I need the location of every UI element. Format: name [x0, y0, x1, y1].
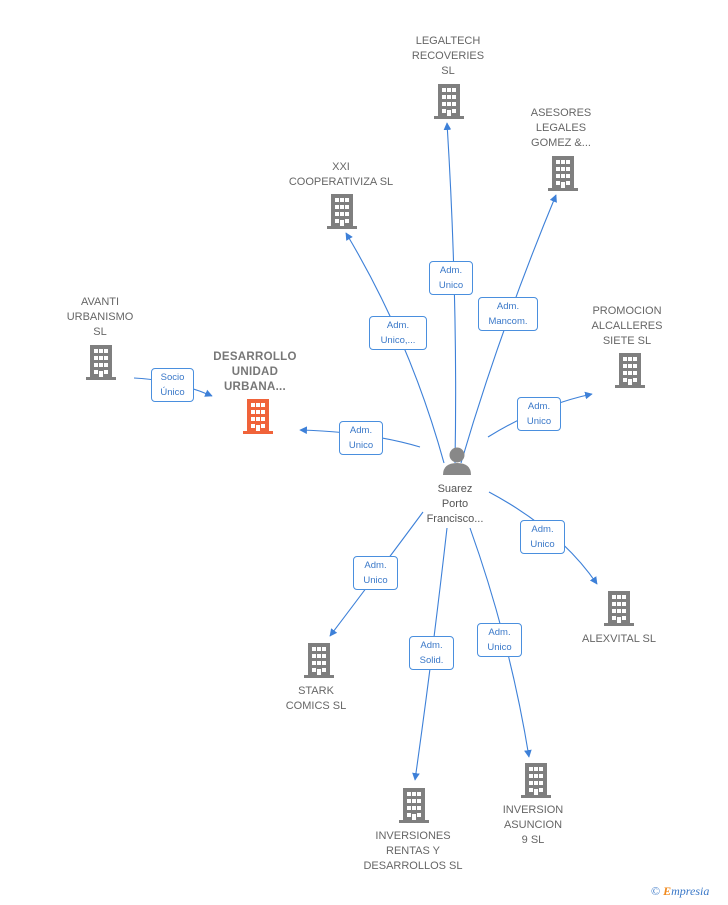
edge-label-stark: Adm. Unico: [353, 556, 398, 590]
building-icon-alexvital[interactable]: [604, 591, 634, 626]
company-label-stark[interactable]: STARK COMICS SL: [285, 685, 347, 712]
empresia-logo[interactable]: © Empresia: [651, 884, 709, 899]
person-label[interactable]: Suarez Porto Francisco...: [426, 483, 484, 525]
copyright-symbol: ©: [651, 884, 661, 898]
building-icon-legaltech[interactable]: [434, 84, 464, 119]
building-icon-avanti[interactable]: [86, 345, 116, 380]
building-icon-stark[interactable]: [304, 643, 334, 678]
edge-label-xxi: Adm. Unico,...: [369, 316, 427, 350]
company-label-inversiones[interactable]: INVERSIONES RENTAS Y DESARROLLOS SL: [363, 830, 463, 872]
edge-label-asesores: Adm. Mancom.: [478, 297, 538, 331]
building-icon-desarrollo[interactable]: [243, 399, 273, 434]
building-icon-inversiones[interactable]: [399, 788, 429, 823]
company-label-inversion[interactable]: INVERSION ASUNCION 9 SL: [502, 804, 564, 846]
building-icon-inversion[interactable]: [521, 763, 551, 798]
edge-legaltech: [443, 122, 457, 464]
edge-label-alexvital: Adm. Unico: [520, 520, 565, 554]
company-label-avanti[interactable]: AVANTI URBANISMO SL: [66, 296, 134, 338]
building-icon-asesores[interactable]: [548, 156, 578, 191]
company-label-xxi[interactable]: XXI COOPERATIVIZA SL: [288, 161, 394, 188]
company-label-alexvital[interactable]: ALEXVITAL SL: [582, 633, 656, 645]
edge-label-inversiones: Adm. Solid.: [409, 636, 454, 670]
edge-label-promocion: Adm. Unico: [517, 397, 561, 431]
edge-label-legaltech: Adm. Unico: [429, 261, 473, 295]
brand-name: mpresia: [671, 884, 710, 898]
company-label-legaltech[interactable]: LEGALTECH RECOVERIES SL: [411, 35, 485, 77]
edge-label-desarrollo: Adm. Unico: [339, 421, 383, 455]
edge-label-avanti-desarrollo: Socio Único: [151, 368, 194, 402]
building-icon-xxi[interactable]: [327, 194, 357, 229]
building-icon-promocion[interactable]: [615, 353, 645, 388]
edge-label-inversion: Adm. Unico: [477, 623, 522, 657]
person-icon[interactable]: [443, 447, 471, 476]
company-label-asesores[interactable]: ASESORES LEGALES GOMEZ &...: [530, 107, 592, 149]
company-label-desarrollo[interactable]: DESARROLLO UNIDAD URBANA...: [213, 351, 297, 393]
brand-initial: E: [663, 884, 672, 898]
company-label-promocion[interactable]: PROMOCION ALCALLERES SIETE SL: [591, 305, 663, 347]
